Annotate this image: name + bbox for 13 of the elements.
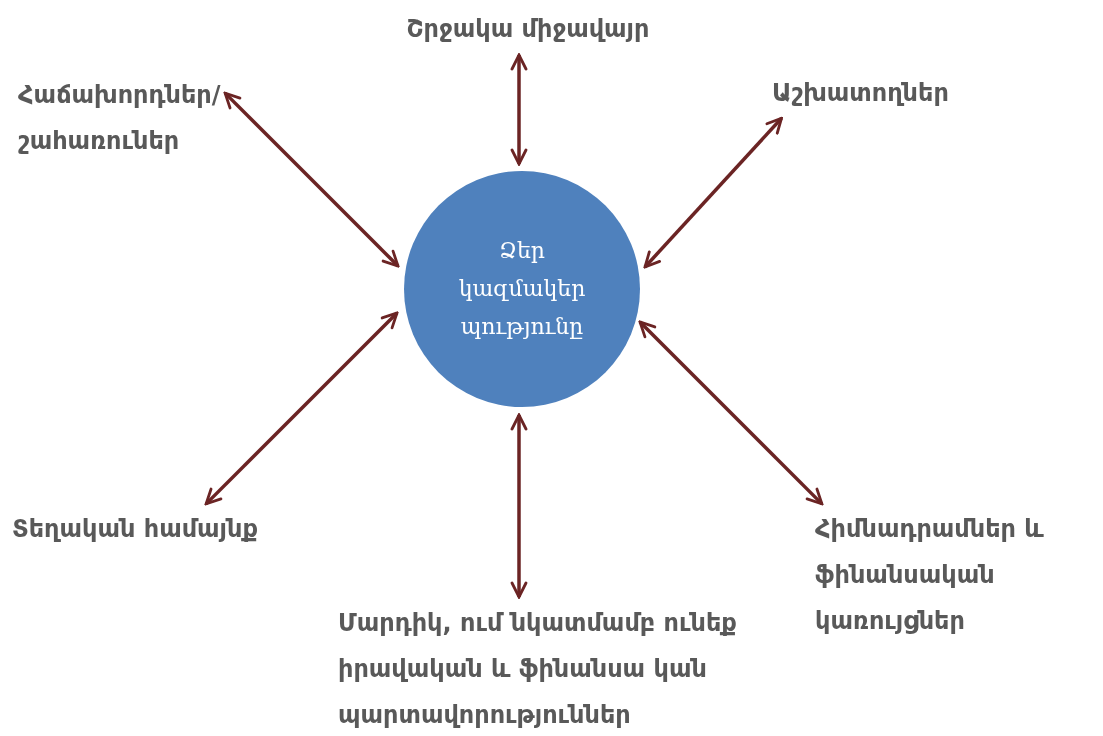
double-arrow: [638, 320, 824, 506]
double-arrow: [643, 116, 783, 269]
stakeholder-label: Հաճախորդներ/ շահառուներ: [18, 80, 222, 157]
center-label: Ձեր կազմակեր պությունը: [457, 237, 587, 341]
double-arrow: [204, 311, 399, 506]
double-arrow: [510, 413, 528, 599]
double-arrow: [223, 91, 400, 268]
double-arrow: [510, 53, 528, 166]
stakeholder-label: Տեղական համայնք: [12, 514, 259, 545]
stakeholder-label: Աշխատողներ: [772, 78, 950, 109]
stakeholder-label: Հիմնադրամներ և ֆինանսական կառույցներ: [815, 514, 1045, 637]
stakeholder-label: Շրջակա միջավայր: [405, 14, 651, 45]
stakeholder-label: Մարդիկ, ում նկատմամբ ունեք իրավական և ֆինանսա կան պարտավորություններ: [338, 608, 738, 731]
